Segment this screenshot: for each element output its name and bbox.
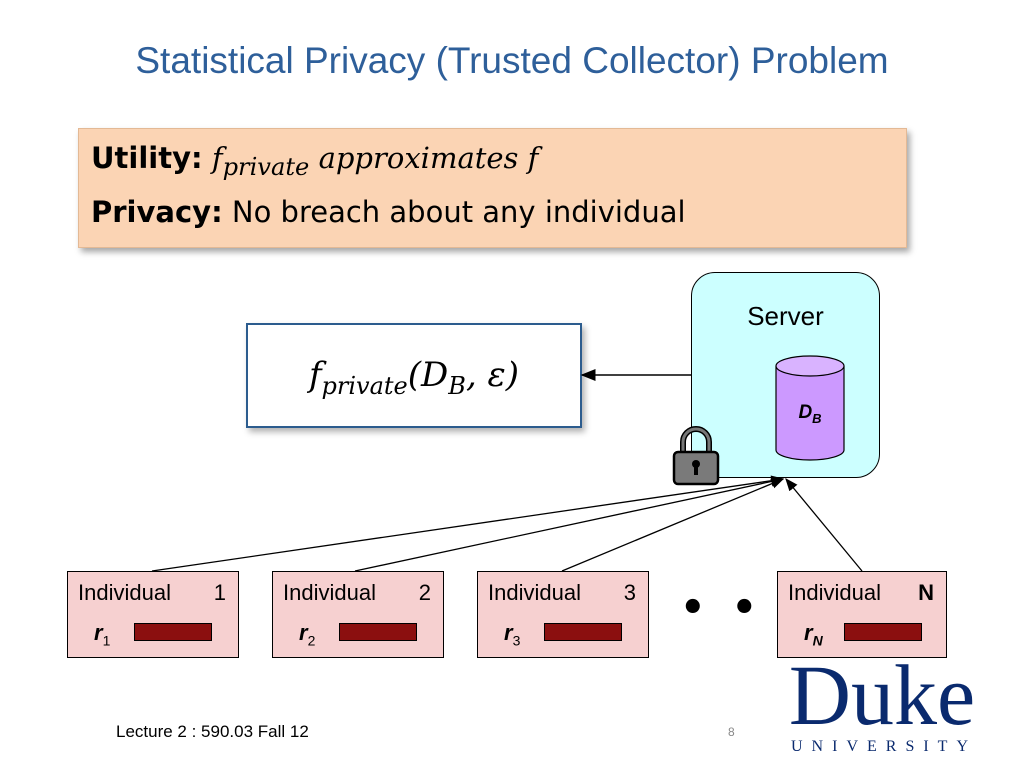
utility-rest: approximates f [309, 141, 539, 175]
database-cylinder [775, 355, 845, 461]
individual-3-arrow [561, 478, 785, 572]
record-bar [339, 623, 417, 641]
individual-label: Individual [78, 580, 171, 605]
individual-n-arrow [785, 477, 863, 572]
privacy-text: No breach about any individual [222, 195, 686, 229]
individual-label: Individual [788, 580, 881, 605]
record-sub: 1 [102, 632, 111, 649]
goals-box: Utility: fprivate approximates f Privacy… [78, 128, 907, 248]
record-r: r [299, 620, 308, 645]
record-label: r2 [299, 620, 315, 648]
individual-1-arrow [151, 475, 785, 572]
record-bar [544, 623, 622, 641]
individual-box-1: Individual 1 r1 [67, 571, 239, 658]
record-sub: 2 [307, 632, 316, 649]
record-r: r [504, 620, 513, 645]
utility-sub: private [222, 152, 310, 181]
individual-2-arrow [354, 476, 785, 572]
record-r: r [804, 620, 813, 645]
individual-box-n: Individual N rN [777, 571, 947, 658]
individual-label: Individual [283, 580, 376, 605]
record-bar [844, 623, 922, 641]
record-sub: 3 [512, 632, 521, 649]
page-number: 8 [728, 725, 735, 739]
output-f: f [308, 355, 322, 395]
record-bar [134, 623, 212, 641]
database-label: DB [776, 402, 844, 426]
private-output-box: fprivate(DB, ε) [246, 323, 582, 428]
record-label: rN [804, 620, 823, 648]
utility-f: f [211, 141, 223, 175]
individual-number: N [918, 580, 934, 605]
duke-logo-sub: UNIVERSITY [791, 738, 977, 755]
individual-number: 2 [418, 580, 431, 605]
utility-label: Utility: [91, 141, 203, 175]
output-args-sub: B [448, 371, 466, 400]
individual-box-2: Individual 2 r2 [272, 571, 444, 658]
privacy-line: Privacy: No breach about any individual [91, 195, 686, 229]
individual-box-3: Individual 3 r3 [477, 571, 649, 658]
record-sub: N [812, 632, 823, 649]
lock-icon [672, 426, 720, 486]
duke-logo-word: Duke [788, 647, 976, 743]
slide-title: Statistical Privacy (Trusted Collector) … [135, 40, 889, 81]
record-label: r1 [94, 620, 110, 648]
utility-line: Utility: fprivate approximates f [91, 141, 538, 181]
record-label: r3 [504, 620, 520, 648]
server-label: Server [747, 301, 824, 331]
db-label-sub: B [812, 410, 822, 426]
individual-number: 3 [623, 580, 636, 605]
utility-formula: fprivate approximates f [211, 141, 539, 181]
output-args-close: , ε) [465, 355, 520, 395]
privacy-label: Privacy: [91, 195, 223, 229]
db-label-main: D [798, 402, 813, 423]
output-sub: private [321, 371, 408, 400]
output-args-open: (D [407, 355, 449, 395]
individual-number: 1 [213, 580, 226, 605]
footer-lecture: Lecture 2 : 590.03 Fall 12 [116, 722, 309, 741]
record-r: r [94, 620, 103, 645]
individual-label: Individual [488, 580, 581, 605]
